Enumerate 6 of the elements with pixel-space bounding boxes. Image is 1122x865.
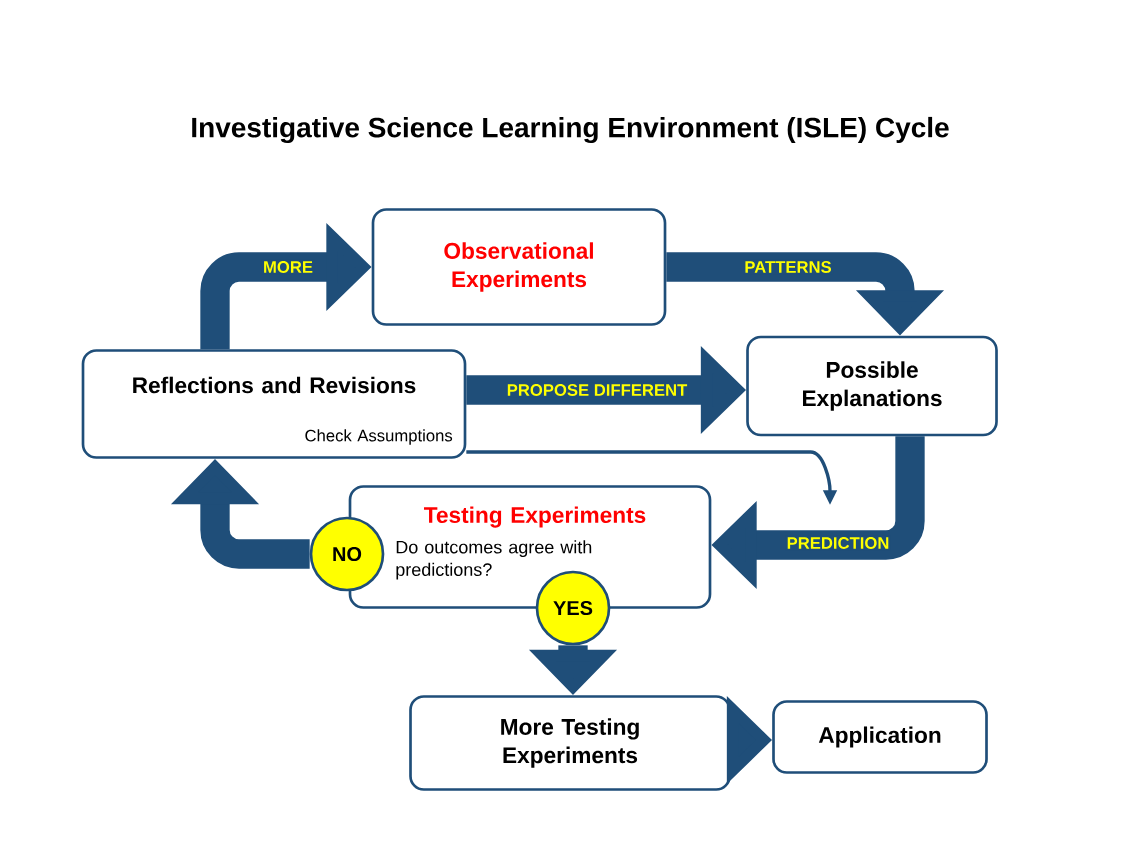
title: Investigative Science Learning Environment (ISLE) Cycle: [192, 116, 949, 144]
process-box: More Testing Experiments: [409, 695, 731, 791]
process-box: Observational Experiments: [371, 208, 667, 326]
process-box: Reflections and Revisions Check Assumptions: [81, 349, 467, 459]
process-box: Application: [772, 700, 988, 774]
process-box: Possible Explanations: [746, 335, 998, 437]
